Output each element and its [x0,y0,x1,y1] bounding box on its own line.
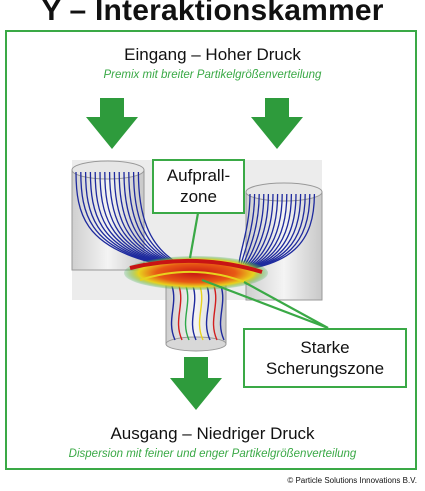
impact-zone [124,256,268,290]
streamline [80,171,153,263]
streamline [177,285,183,341]
callout-leaders [188,212,329,330]
inlet-label: Eingang – Hoher Druck [124,45,301,64]
page-title: Y – Interaktionskammer [41,0,384,27]
streamline [94,171,159,263]
impact-zone-callout: Aufprall- zone [152,159,245,214]
outlet-cylinder [165,281,227,352]
streamline [137,171,177,263]
inlet-sublabel: Premix mit breiter Partikelgrößenverteil… [103,69,322,81]
streamline [75,171,151,263]
streamline [104,171,163,263]
streamline [170,285,176,341]
streamline [118,171,169,263]
streamline [99,171,161,263]
streamline [198,285,204,341]
diagram-frame [5,30,417,470]
streamline [113,171,167,263]
inlet-arrow-right [251,98,303,149]
streamline [123,171,171,263]
streamline [219,285,225,341]
copyright-notice: © Particle Solutions Innovations B.V. [287,476,417,485]
right-inlet-cylinder [215,182,323,301]
streamline [128,171,173,263]
left-inlet-cylinder [71,160,177,271]
shear-callout-line2: Scherungszone [265,359,385,378]
outlet-arrow [170,357,222,410]
impact-callout-line1: Aufprall- [166,166,231,185]
impact-callout-line2: zone [180,187,217,206]
streamline [191,285,197,341]
streamline [184,285,190,341]
inlet-arrow-left [86,98,138,149]
outlet-label: Ausgang – Niedriger Druck [110,424,315,443]
streamline [132,171,175,263]
shear-callout-line1: Starke [300,338,350,357]
streamline [212,285,218,341]
outlet-sublabel: Dispersion mit feiner und enger Partikel… [68,448,357,460]
streamline [89,171,157,263]
streamline [108,171,165,263]
streamline [205,285,211,341]
streamline [84,171,155,263]
shear-zone-callout: Starke Scherungszone [243,328,407,388]
